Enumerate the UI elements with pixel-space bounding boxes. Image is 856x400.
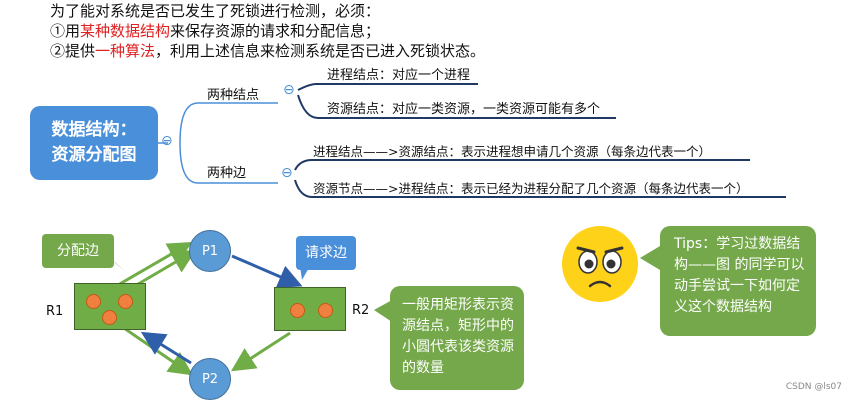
tips-callout-tail bbox=[640, 246, 660, 270]
request-edge-callout: 请求边 bbox=[296, 236, 356, 270]
request-callout-tail bbox=[300, 266, 310, 280]
alloc-callout-tail bbox=[110, 258, 126, 272]
resource-instance bbox=[118, 294, 133, 309]
intro-line-2: ①用某种数据结构来保存资源的请求和分配信息； bbox=[50, 22, 381, 40]
tree-root: 数据结构： 资源分配图 bbox=[30, 106, 158, 180]
leaf-process-node: 进程结点：对应一个进程 bbox=[327, 68, 471, 83]
edge-r2-p2 bbox=[230, 331, 291, 372]
resource-label-r1: R1 bbox=[46, 304, 64, 319]
process-node-p2: P2 bbox=[189, 358, 231, 400]
alloc-edge-callout: 分配边 bbox=[42, 234, 114, 268]
branch-two-node-types: 两种结点 bbox=[207, 88, 260, 103]
edge-r1-p2 bbox=[117, 322, 193, 376]
resource-instance bbox=[86, 294, 101, 309]
resource-instance bbox=[318, 303, 333, 318]
branch-two-edge-types: 两种边 bbox=[207, 166, 247, 181]
collapse-icon[interactable]: ⊖ bbox=[161, 133, 173, 149]
resource-node-r1 bbox=[74, 283, 146, 330]
resource-note-callout: 一般用矩形表示资源结点，矩形中的小圆代表该类资源的数量 bbox=[390, 286, 524, 390]
leaf-resource-node: 资源结点：对应一类资源，一类资源可能有多个 bbox=[327, 102, 601, 117]
intro-line-1: 为了能对系统是否已发生了死锁进行检测，必须： bbox=[50, 2, 381, 20]
thinking-face-icon bbox=[562, 226, 638, 302]
process-node-p1: P1 bbox=[189, 230, 231, 272]
watermark: CSDN @ls07 bbox=[785, 382, 842, 392]
note-callout-tail bbox=[374, 300, 392, 322]
resource-label-r2: R2 bbox=[352, 303, 370, 318]
leaf-request-edge: 进程结点——>资源结点：表示进程想申请几个资源（每条边代表一个） bbox=[313, 144, 711, 159]
intro-line-3: ②提供一种算法，利用上述信息来检测系统是否已进入死锁状态。 bbox=[50, 42, 486, 60]
leaf-assignment-edge: 资源节点——>进程结点：表示已经为进程分配了几个资源（每条边代表一个） bbox=[313, 181, 749, 196]
edge-p1-r2 bbox=[231, 254, 303, 288]
edge-p2-r1 bbox=[140, 331, 192, 365]
resource-node-r2 bbox=[274, 287, 346, 331]
tips-callout: Tips：学习过数据结构——图 的同学可以动手尝试一下如何定义这个数据结构 bbox=[660, 226, 816, 336]
resource-instance bbox=[102, 310, 117, 325]
collapse-icon[interactable]: ⊖ bbox=[283, 82, 295, 98]
collapse-icon[interactable]: ⊖ bbox=[281, 165, 293, 181]
resource-instance bbox=[290, 303, 305, 318]
